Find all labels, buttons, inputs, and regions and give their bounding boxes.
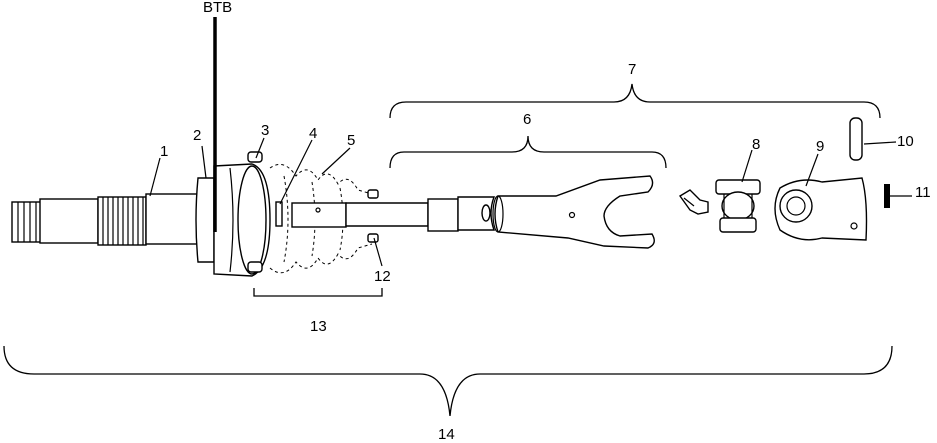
boot-clamp-small <box>367 189 379 243</box>
retaining-ring <box>275 201 283 227</box>
callout-10: 10 <box>897 133 914 150</box>
retaining-clip <box>884 184 890 208</box>
callout-4: 4 <box>309 125 318 142</box>
callout-7: 7 <box>628 61 637 78</box>
callout-3: 3 <box>261 122 270 139</box>
callout-5: 5 <box>347 132 356 149</box>
callout-8: 8 <box>752 136 761 153</box>
callout-13: 13 <box>310 318 327 335</box>
boot-clamp-large <box>247 151 263 273</box>
callout-11: 11 <box>915 184 931 201</box>
btb-label: BTB <box>203 0 233 16</box>
yoke-pin <box>849 117 863 161</box>
axle-shaft <box>11 193 199 246</box>
bracket-14 <box>3 345 893 417</box>
leader-lines <box>149 137 912 267</box>
callout-14: 14 <box>438 426 455 443</box>
callout-12: 12 <box>374 268 391 285</box>
bracket-13 <box>253 288 383 297</box>
callout-6: 6 <box>523 111 532 128</box>
bracket-6 <box>389 135 667 169</box>
cv-joint-housing <box>195 163 271 277</box>
bracket-7 <box>389 83 881 119</box>
callout-2: 2 <box>193 127 202 144</box>
callout-9: 9 <box>816 138 825 155</box>
drive-yoke <box>774 177 868 241</box>
grease-fitting-and-cross <box>678 179 761 233</box>
callout-1: 1 <box>160 143 169 160</box>
propshaft-with-yoke <box>291 175 655 249</box>
